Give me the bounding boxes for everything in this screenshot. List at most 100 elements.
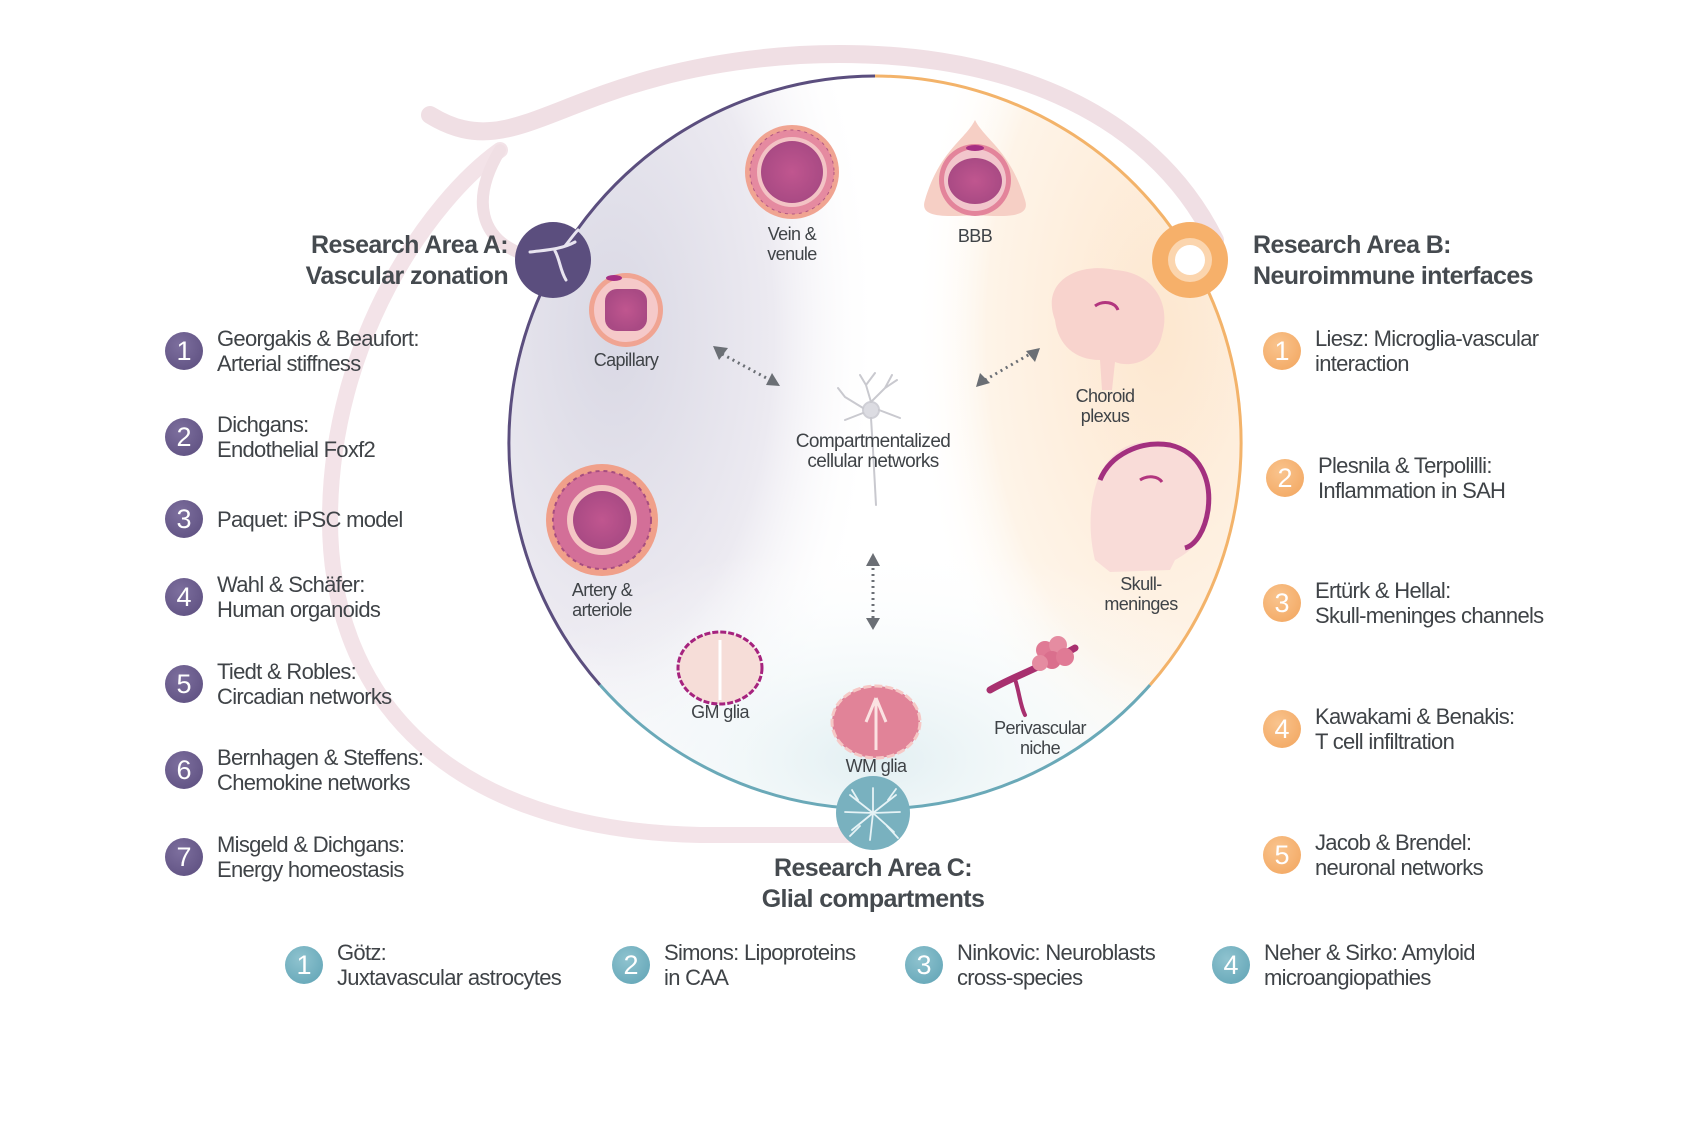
- number-badge: 6: [165, 751, 203, 789]
- perivascular-cells-icon: [986, 636, 1079, 717]
- project-line2: Circadian networks: [217, 684, 392, 709]
- number-badge: 1: [285, 946, 323, 984]
- label-gm-line1: GM glia: [691, 702, 749, 722]
- project-line1: Ertürk & Hellal:: [1315, 578, 1451, 603]
- project-line1: Paquet: iPSC model: [217, 506, 403, 532]
- project-line1: Dichgans:: [217, 412, 309, 437]
- area-a-project-item: 4 Wahl & Schäfer:Human organoids: [165, 572, 381, 622]
- area-c-title-line1: Research Area C:: [774, 854, 973, 882]
- project-text: Tiedt & Robles:Circadian networks: [217, 659, 392, 709]
- project-line2: cross-species: [957, 965, 1083, 990]
- label-choroid-line2: plexus: [1080, 406, 1130, 426]
- number-badge: 2: [612, 946, 650, 984]
- area-b-project-item: 4 Kawakami & Benakis:T cell infiltration: [1263, 704, 1515, 754]
- area-a-title-line2: Vascular zonation: [305, 262, 509, 290]
- project-line1: Jacob & Brendel:: [1315, 830, 1472, 855]
- area-b-title: Research Area B: Neuroimmune interfaces: [1253, 230, 1534, 292]
- label-skull: Skull- meninges: [1104, 574, 1178, 614]
- area-b-project-item: 3 Ertürk & Hellal:Skull-meninges channels: [1263, 578, 1544, 628]
- coronal-brain-gray-matter-icon: [676, 630, 764, 706]
- label-artery-line2: arteriole: [572, 600, 632, 620]
- label-bbb: BBB: [957, 226, 993, 246]
- label-wm-glia: WM glia: [846, 756, 907, 776]
- project-text: Götz:Juxtavascular astrocytes: [337, 940, 562, 990]
- center-label-line1: Compartmentalized: [795, 431, 951, 452]
- project-line2: neuronal networks: [1315, 855, 1484, 880]
- number-badge: 3: [165, 500, 203, 538]
- project-text: Jacob & Brendel:neuronal networks: [1315, 830, 1484, 880]
- vein-cross-section-icon: [745, 125, 839, 219]
- area-c-title: Research Area C: Glial compartments: [762, 853, 985, 915]
- project-line1: Wahl & Schäfer:: [217, 572, 365, 597]
- area-a-project-item: 1 Georgakis & Beaufort:Arterial stiffness: [165, 326, 419, 376]
- project-text: Ertürk & Hellal:Skull-meninges channels: [1315, 578, 1544, 628]
- label-perivascular: Perivascular niche: [994, 718, 1086, 758]
- area-a-project-item: 2 Dichgans:Endothelial Foxf2: [165, 412, 376, 462]
- background-vessel-branch: [476, 144, 531, 261]
- project-line2: Arterial stiffness: [217, 351, 361, 376]
- project-line2: T cell infiltration: [1315, 729, 1455, 754]
- number-badge: 4: [165, 578, 203, 616]
- project-line2: Inflammation in SAH: [1318, 478, 1506, 503]
- artery-cross-section-icon: [546, 464, 658, 576]
- label-choroid: Choroid plexus: [1076, 386, 1135, 426]
- area-b-title-line2: Neuroimmune interfaces: [1253, 262, 1534, 290]
- arrow-to-area-a: [713, 346, 780, 386]
- number-badge: 1: [165, 332, 203, 370]
- project-text: Paquet: iPSC model: [217, 507, 403, 532]
- project-text: Georgakis & Beaufort:Arterial stiffness: [217, 326, 419, 376]
- project-line1: Simons: Lipoproteins: [664, 940, 856, 965]
- label-artery-line1: Artery &: [571, 580, 633, 600]
- project-line2: Human organoids: [217, 597, 381, 622]
- number-badge: 1: [1263, 332, 1301, 370]
- project-line2: Juxtavascular astrocytes: [337, 965, 562, 990]
- number-badge: 4: [1263, 710, 1301, 748]
- arrow-to-area-c: [866, 553, 880, 630]
- number-badge: 3: [1263, 584, 1301, 622]
- project-line1: Kawakami & Benakis:: [1315, 704, 1515, 729]
- label-skull-line1: Skull-: [1120, 574, 1162, 594]
- label-perivascular-line2: niche: [1019, 738, 1061, 758]
- project-line1: Ninkovic: Neuroblasts: [957, 940, 1156, 965]
- project-line1: Tiedt & Robles:: [217, 659, 357, 684]
- project-text: Plesnila & Terpolilli:Inflammation in SA…: [1318, 453, 1506, 503]
- area-a-project-item: 3 Paquet: iPSC model: [165, 500, 403, 538]
- area-b-title-line1: Research Area B:: [1253, 231, 1452, 259]
- project-line1: Liesz: Microglia-vascular: [1315, 326, 1539, 351]
- project-line1: Plesnila & Terpolilli:: [1318, 453, 1492, 478]
- project-line2: microangiopathies: [1264, 965, 1431, 990]
- background-vessel-curve: [421, 45, 1224, 249]
- label-bbb-line1: BBB: [957, 226, 993, 246]
- project-text: Misgeld & Dichgans:Energy homeostasis: [217, 832, 405, 882]
- project-line2: Energy homeostasis: [217, 857, 404, 882]
- label-capillary-line1: Capillary: [593, 350, 659, 370]
- area-a-title: Research Area A: Vascular zonation: [305, 230, 509, 292]
- label-choroid-line1: Choroid: [1075, 386, 1135, 406]
- label-gm-glia: GM glia: [691, 702, 749, 722]
- project-line1: Georgakis & Beaufort:: [217, 326, 419, 351]
- label-capillary: Capillary: [594, 350, 659, 370]
- project-line1: Misgeld & Dichgans:: [217, 832, 405, 857]
- project-line1: Götz:: [337, 940, 387, 965]
- area-c-project-item: 1 Götz:Juxtavascular astrocytes: [285, 940, 562, 990]
- coronal-brain-white-matter-icon: [830, 684, 922, 760]
- project-line1: Bernhagen & Steffens:: [217, 745, 424, 770]
- astrocyte-icon: [836, 776, 910, 850]
- label-vein: Vein & venule: [767, 224, 817, 264]
- number-badge: 4: [1212, 946, 1250, 984]
- project-text: Dichgans:Endothelial Foxf2: [217, 412, 376, 462]
- number-badge: 2: [165, 418, 203, 456]
- area-a-title-line1: Research Area A:: [311, 231, 509, 259]
- project-text: Kawakami & Benakis:T cell infiltration: [1315, 704, 1515, 754]
- background-vessel-curve-left: [321, 142, 868, 843]
- project-line2: interaction: [1315, 351, 1410, 376]
- project-text: Wahl & Schäfer:Human organoids: [217, 572, 381, 622]
